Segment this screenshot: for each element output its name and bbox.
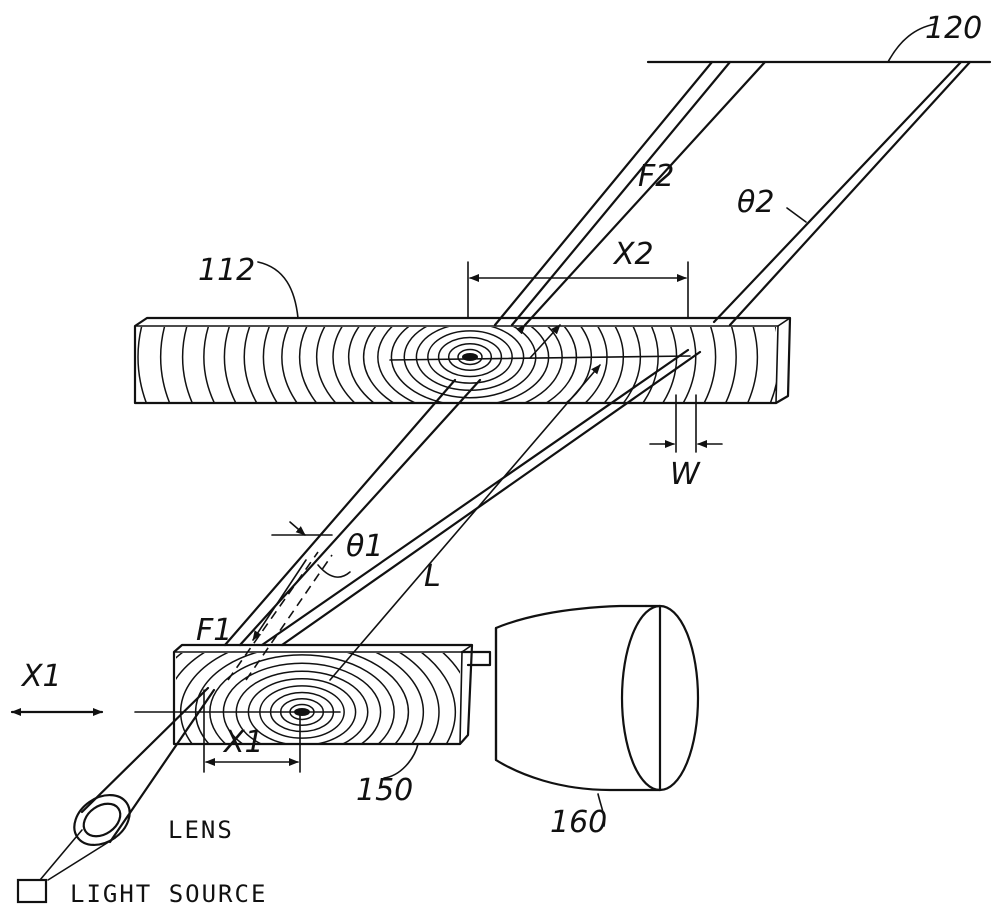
fresnel-ring xyxy=(137,327,147,402)
upper-plate-label: 112 xyxy=(198,253,255,288)
fresnel-ring xyxy=(403,327,537,399)
f1-label: F1 xyxy=(196,613,232,648)
f2-label: F2 xyxy=(638,159,674,194)
fresnel-ring xyxy=(390,327,550,402)
fresnel-ring xyxy=(223,327,717,402)
lower-plate-label: 150 xyxy=(356,773,413,808)
fresnel-ring xyxy=(181,327,759,402)
x1-axis-label: X1 xyxy=(20,659,62,694)
output-beams: F2 θ2 xyxy=(493,60,972,359)
fresnel-ring xyxy=(176,653,457,743)
motor-label: 160 xyxy=(550,805,607,840)
x1-dimension: X1 xyxy=(203,689,301,773)
fresnel-ring xyxy=(427,330,513,384)
light-source-label: LIGHT SOURCE xyxy=(70,880,267,908)
theta1-label: θ1 xyxy=(346,529,383,564)
fresnel-ring xyxy=(437,336,503,378)
w-dimension: W xyxy=(649,394,723,492)
plane-label: 120 xyxy=(925,11,982,46)
upper-zone-plate-112: 112 xyxy=(133,253,792,405)
light-source: LIGHT SOURCE xyxy=(16,829,267,908)
fresnel-ring xyxy=(243,327,697,402)
w-label: W xyxy=(670,457,701,492)
optical-axes xyxy=(134,355,691,713)
fresnel-ring xyxy=(176,653,440,743)
theta2-label: θ2 xyxy=(737,185,774,220)
x1-dim-label: X1 xyxy=(222,725,264,760)
x2-label: X2 xyxy=(612,237,654,272)
fresnel-ring xyxy=(203,327,737,402)
fresnel-ring xyxy=(457,348,483,366)
intermediate-beams: F1 θ1 L xyxy=(196,348,702,681)
lens-label: LENS xyxy=(168,816,234,844)
l-label: L xyxy=(424,559,441,594)
motor-160: 160 xyxy=(460,604,700,840)
fresnel-ring xyxy=(159,327,776,402)
image-plane-120: 120 xyxy=(646,11,992,64)
fresnel-ring xyxy=(447,343,493,371)
x2-dimension: X2 xyxy=(467,237,689,319)
x1-travel-arrow: X1 xyxy=(10,659,104,716)
